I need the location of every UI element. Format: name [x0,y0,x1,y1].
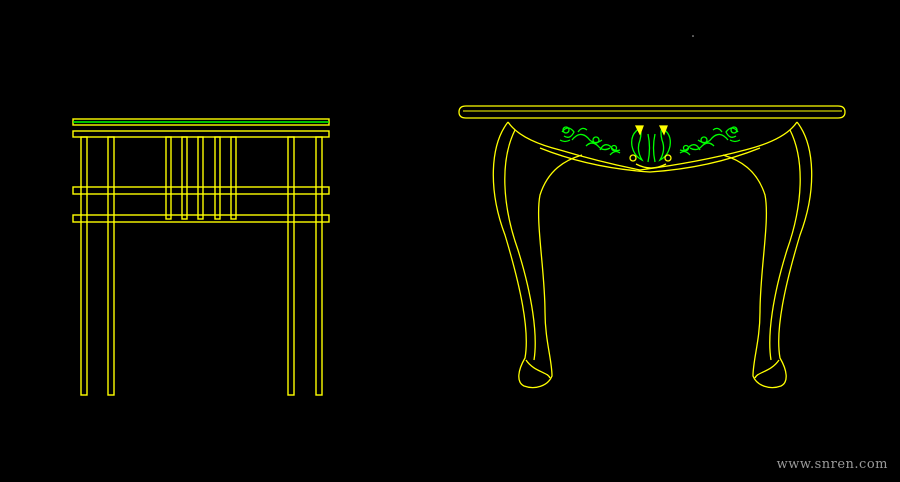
vertical-slats [165,136,237,220]
watermark-text: www.snren.com [776,457,888,472]
left-foliage-scroll [559,126,621,156]
stray-point [692,35,694,37]
table-legs-side [80,136,323,396]
carved-ornament [559,125,741,169]
right-foliage-scroll [679,126,741,156]
side-elevation-view [72,118,330,396]
console-tabletop [458,105,846,119]
front-elevation-view [458,105,846,389]
right-cabriole-leg [722,121,813,389]
central-cartouche [629,125,672,169]
side-rails [72,186,330,223]
left-cabriole-leg [492,121,583,389]
